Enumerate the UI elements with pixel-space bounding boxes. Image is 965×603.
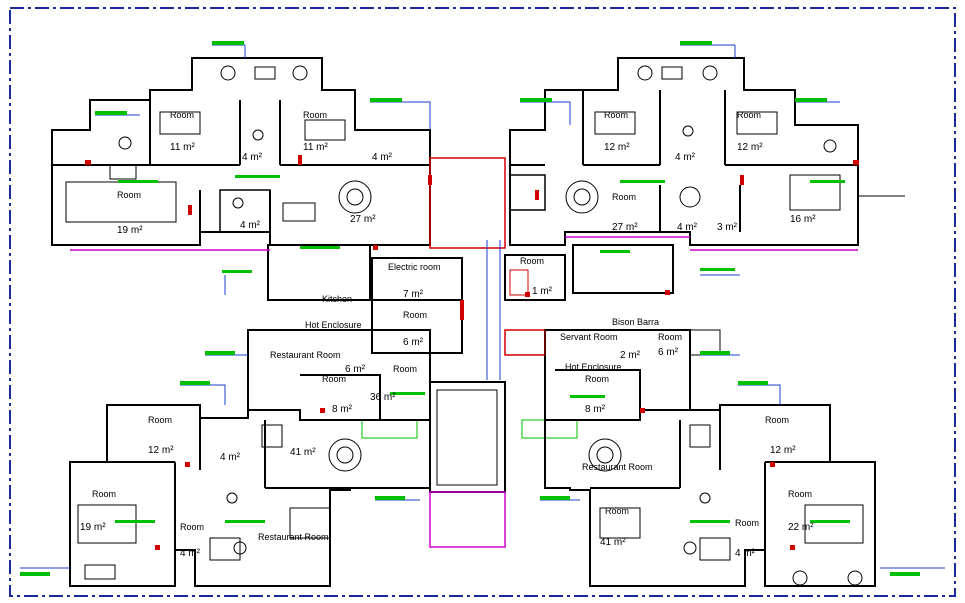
unit-top-left bbox=[51, 57, 431, 246]
room-area: 19 m² bbox=[80, 522, 106, 533]
room-name: Room bbox=[92, 489, 116, 499]
room-name: Room bbox=[605, 506, 629, 516]
room-name: Room bbox=[322, 374, 346, 384]
room-area: 4 m² bbox=[220, 452, 241, 463]
room-area: 4 m² bbox=[240, 220, 261, 231]
room-name: Room bbox=[604, 110, 628, 120]
unit-bottom-right-fixtures bbox=[588, 424, 863, 586]
room-area: 27 m² bbox=[612, 222, 638, 233]
unit-top-left-fixtures bbox=[109, 65, 372, 222]
room-name: Room bbox=[148, 415, 172, 425]
room-name: Room bbox=[765, 415, 789, 425]
room-name: Hot Enclosure bbox=[305, 320, 362, 330]
room-name: Room bbox=[180, 522, 204, 532]
room-area: 3 m² bbox=[717, 222, 738, 233]
room-name: Room bbox=[303, 110, 327, 120]
room-area: 7 m² bbox=[403, 289, 424, 300]
room-name: Bison Barra bbox=[612, 317, 659, 327]
room-area: 12 m² bbox=[737, 142, 763, 153]
room-area: 36 m² bbox=[370, 392, 396, 403]
unit-bottom-left-fixtures bbox=[84, 424, 362, 580]
room-area: 27 m² bbox=[350, 214, 376, 225]
room-name: Electric room bbox=[388, 262, 441, 272]
room-area: 2 m² bbox=[620, 350, 641, 361]
room-name: Restaurant Room bbox=[258, 532, 329, 542]
room-area: 11 m² bbox=[303, 142, 328, 153]
room-area: 8 m² bbox=[585, 404, 606, 415]
room-area: 41 m² bbox=[290, 447, 316, 458]
room-area: 19 m² bbox=[117, 225, 143, 236]
room-area: 22 m² bbox=[788, 522, 814, 533]
room-name: Room bbox=[737, 110, 761, 120]
room-area: 4 m² bbox=[372, 152, 393, 163]
unit-top-right-fixtures bbox=[565, 65, 905, 214]
magenta-markers bbox=[70, 236, 858, 251]
room-area: 4 m² bbox=[242, 152, 263, 163]
room-area: 12 m² bbox=[770, 445, 796, 456]
room-name: Room bbox=[393, 364, 417, 374]
room-labels: Room 11 m² Room 11 m² 4 m² 4 m² Room 19 … bbox=[80, 110, 816, 559]
room-area: 12 m² bbox=[148, 445, 174, 456]
room-area: 12 m² bbox=[604, 142, 630, 153]
door-markers bbox=[85, 155, 859, 550]
room-area: 6 m² bbox=[345, 364, 366, 375]
room-name: Hot Enclosure bbox=[565, 362, 622, 372]
room-area: 6 m² bbox=[658, 347, 679, 358]
room-area: 6 m² bbox=[403, 337, 424, 348]
room-name: Restaurant Room bbox=[270, 350, 341, 360]
room-name: Room bbox=[403, 310, 427, 320]
room-area: 4 m² bbox=[677, 222, 698, 233]
unit-top-right bbox=[509, 57, 859, 246]
room-name: Room bbox=[520, 256, 544, 266]
room-name: Servant Room bbox=[560, 332, 618, 342]
room-name: Room bbox=[658, 332, 682, 342]
room-name: Room bbox=[612, 192, 636, 202]
annotation-tags bbox=[20, 41, 920, 576]
room-area: 41 m² bbox=[600, 537, 626, 548]
room-name: Room bbox=[735, 518, 759, 528]
room-name: Kitchen bbox=[322, 294, 352, 304]
room-area: 4 m² bbox=[180, 548, 201, 559]
unit-bottom-right bbox=[544, 404, 876, 587]
room-name: Room bbox=[170, 110, 194, 120]
room-area: 4 m² bbox=[675, 152, 696, 163]
room-area: 8 m² bbox=[332, 404, 353, 415]
room-area: 11 m² bbox=[170, 142, 195, 153]
room-area: 1 m² bbox=[532, 286, 553, 297]
room-name: Restaurant Room bbox=[582, 462, 653, 472]
room-name: Room bbox=[585, 374, 609, 384]
unit-bottom-left bbox=[69, 404, 431, 587]
room-name: Room bbox=[117, 190, 141, 200]
room-area: 4 m² bbox=[735, 548, 756, 559]
room-area: 16 m² bbox=[790, 214, 816, 225]
room-name: Room bbox=[788, 489, 812, 499]
sheet-border bbox=[9, 7, 956, 597]
unit-middle-right bbox=[521, 329, 721, 439]
